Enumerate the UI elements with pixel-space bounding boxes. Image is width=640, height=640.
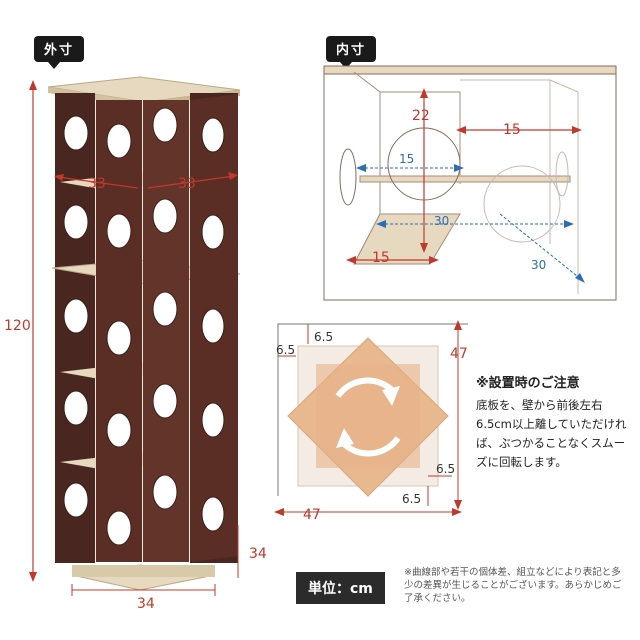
rotating-shelf-illustration [29,76,241,596]
outer-depth-left-label: 33 [88,176,106,192]
inner-dimensions-diagram [323,65,617,301]
inner-bottom-width-label: 15 [372,250,390,266]
outer-depth-right-label: 33 [178,176,196,192]
inner-shelf-width-label: 15 [399,152,415,166]
rotation-left-clearance-label: 6.5 [276,343,296,357]
installation-note-body: 底板を、壁から前後左右6.5cm以上離していただければ、ぶつかることなくスムーズ… [476,398,627,469]
outer-dimensions-tag: 外寸 [34,36,85,69]
rotation-right-clearance-label: 6.5 [436,462,456,476]
rotation-top-clearance-label: 6.5 [314,330,334,344]
rotation-total-height-label: 47 [450,346,468,362]
rotation-clearance-diagram [274,320,468,516]
inner-height-label: 22 [412,108,430,124]
inner-width-right-label: 15 [503,122,521,138]
inner-dimensions-tag: 内寸 [326,36,377,69]
outer-bottom-depth-label: 34 [249,546,267,562]
outer-bottom-width-label: 34 [137,596,155,612]
unit-label: 単位：cm [296,572,385,604]
inner-depth-right-label: 30 [531,258,547,272]
outer-height-label: 120 [4,318,31,334]
installation-note-title: ※設置時のご注意 [476,376,580,391]
footnote-disclaimer: ※曲線部や若干の個体差、組立などにより表記と多少の差異が生じることがございます。… [404,567,622,604]
inner-depth-label: 30 [434,214,450,228]
rotation-total-width-label: 47 [303,507,321,523]
rotation-bottom-clearance-label: 6.5 [402,492,422,506]
